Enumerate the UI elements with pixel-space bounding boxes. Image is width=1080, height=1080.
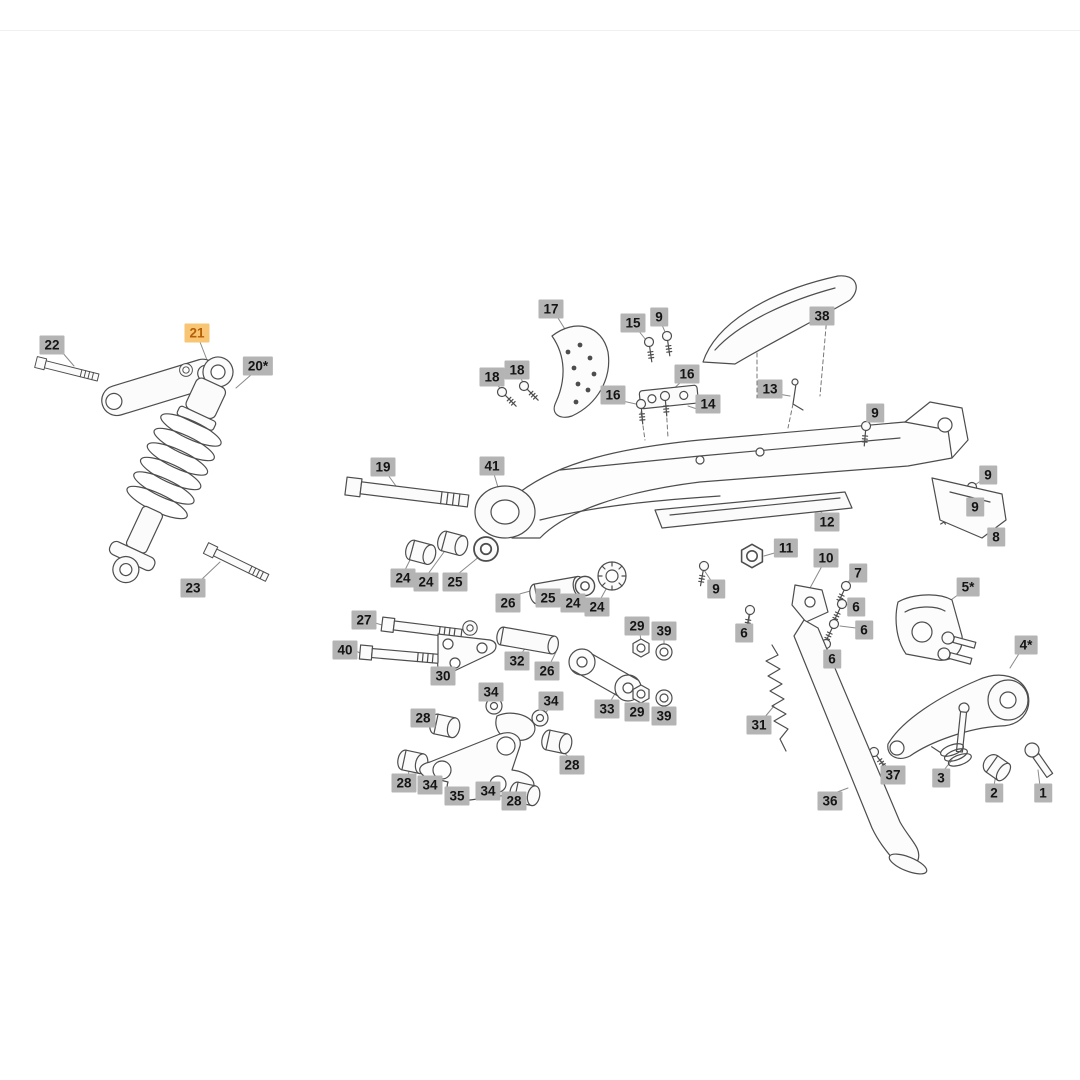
part-label-29[interactable]: 29 — [624, 702, 650, 722]
part-label-13[interactable]: 13 — [757, 379, 783, 399]
pivot-axle-art — [344, 476, 470, 508]
part-label-36[interactable]: 36 — [817, 791, 843, 811]
part-label-37[interactable]: 37 — [880, 765, 906, 785]
part-label-2[interactable]: 2 — [985, 783, 1003, 803]
part-label-41[interactable]: 41 — [479, 456, 505, 476]
part-label-6[interactable]: 6 — [735, 623, 753, 643]
part-label-4[interactable]: 4* — [1014, 635, 1038, 655]
part-label-6[interactable]: 6 — [855, 620, 873, 640]
part-label-38[interactable]: 38 — [809, 306, 835, 326]
part-label-18[interactable]: 18 — [479, 367, 505, 387]
part-label-21-selected[interactable]: 21 — [184, 323, 210, 343]
linkage-art — [437, 620, 673, 707]
part-label-17[interactable]: 17 — [538, 299, 564, 319]
swingarm-art — [474, 401, 969, 539]
part-label-28[interactable]: 28 — [410, 708, 436, 728]
part-label-24[interactable]: 24 — [390, 568, 416, 588]
part-label-9[interactable]: 9 — [979, 465, 997, 485]
part-label-34[interactable]: 34 — [417, 775, 443, 795]
part-label-9[interactable]: 9 — [650, 307, 668, 327]
part-label-34[interactable]: 34 — [475, 781, 501, 801]
page-frame-line — [0, 30, 1080, 31]
part-label-3[interactable]: 3 — [932, 768, 950, 788]
part-label-39[interactable]: 39 — [651, 706, 677, 726]
part-label-20[interactable]: 20* — [242, 356, 274, 376]
part-label-34[interactable]: 34 — [478, 682, 504, 702]
part-label-19[interactable]: 19 — [370, 457, 396, 477]
part-label-28[interactable]: 28 — [391, 773, 417, 793]
chain-guard-art — [702, 275, 857, 365]
part-label-16[interactable]: 16 — [600, 385, 626, 405]
part-label-26[interactable]: 26 — [495, 593, 521, 613]
dashed-assembly-lines — [640, 303, 829, 441]
part-label-12[interactable]: 12 — [814, 512, 840, 532]
shock-absorber-art — [108, 356, 234, 584]
part-label-10[interactable]: 10 — [813, 548, 839, 568]
part-label-15[interactable]: 15 — [620, 313, 646, 333]
part-label-14[interactable]: 14 — [695, 394, 721, 414]
part-label-34[interactable]: 34 — [538, 691, 564, 711]
part-label-30[interactable]: 30 — [430, 666, 456, 686]
part-label-25[interactable]: 25 — [442, 572, 468, 592]
part-label-40[interactable]: 40 — [332, 640, 358, 660]
part-label-9[interactable]: 9 — [707, 579, 725, 599]
part-label-16[interactable]: 16 — [674, 364, 700, 384]
part-label-33[interactable]: 33 — [594, 699, 620, 719]
part-label-24[interactable]: 24 — [584, 597, 610, 617]
part-label-1[interactable]: 1 — [1034, 783, 1052, 803]
part-label-9[interactable]: 9 — [866, 403, 884, 423]
part-label-6[interactable]: 6 — [823, 649, 841, 669]
part-label-26[interactable]: 26 — [534, 661, 560, 681]
part-label-31[interactable]: 31 — [746, 715, 772, 735]
part-label-5[interactable]: 5* — [956, 577, 980, 597]
part-label-28[interactable]: 28 — [559, 755, 585, 775]
part-label-24[interactable]: 24 — [560, 593, 586, 613]
part-label-9[interactable]: 9 — [966, 497, 984, 517]
stand-lever-art — [887, 674, 1054, 782]
side-stand-art — [765, 584, 928, 875]
part-label-11[interactable]: 11 — [773, 538, 799, 558]
part-label-8[interactable]: 8 — [987, 527, 1005, 547]
stand-bracket-art — [895, 594, 977, 665]
part-label-27[interactable]: 27 — [351, 610, 377, 630]
part-label-7[interactable]: 7 — [849, 563, 867, 583]
disc-guard-art — [551, 325, 610, 418]
part-label-22[interactable]: 22 — [39, 335, 65, 355]
part-label-18[interactable]: 18 — [504, 360, 530, 380]
part-label-23[interactable]: 23 — [180, 578, 206, 598]
part-label-32[interactable]: 32 — [504, 651, 530, 671]
part-label-6[interactable]: 6 — [847, 597, 865, 617]
part-label-24[interactable]: 24 — [413, 572, 439, 592]
part-label-29[interactable]: 29 — [624, 616, 650, 636]
part-label-25[interactable]: 25 — [535, 588, 561, 608]
part-label-35[interactable]: 35 — [444, 786, 470, 806]
part-label-28[interactable]: 28 — [501, 791, 527, 811]
part-label-39[interactable]: 39 — [651, 621, 677, 641]
